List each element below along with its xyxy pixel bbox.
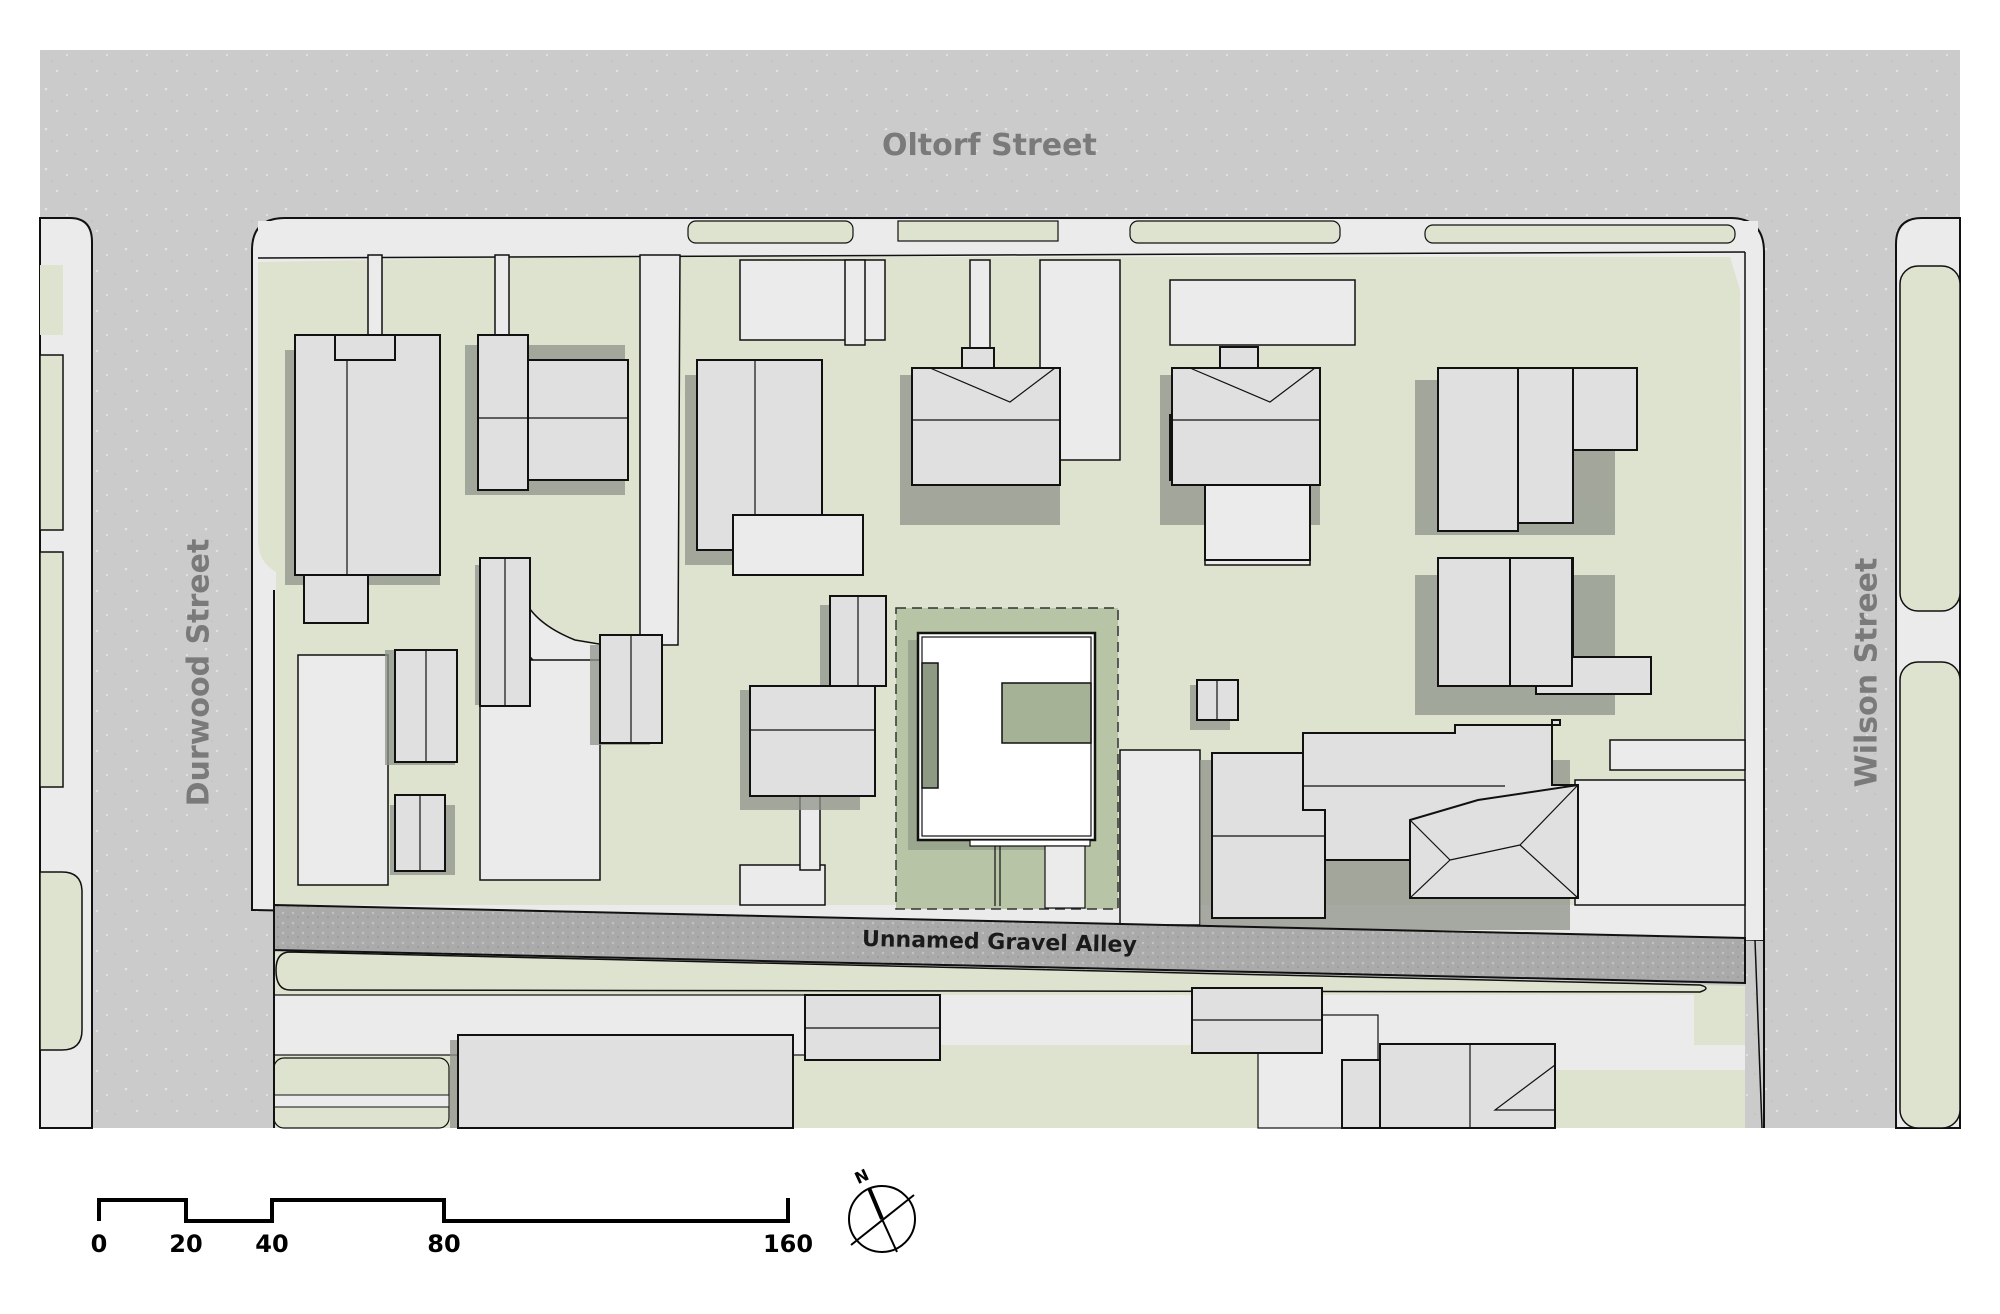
- scale-tick-20: 20: [169, 1230, 203, 1258]
- scale-tick-160: 160: [762, 1230, 814, 1258]
- driveways: [297, 254, 1746, 926]
- street-label-wilson: Wilson Street: [1849, 557, 1885, 788]
- street-label-oltorf: Oltorf Street: [882, 128, 1097, 163]
- building: [1437, 367, 1519, 532]
- building: [911, 367, 1061, 486]
- building: [294, 334, 441, 576]
- south-block: [273, 939, 1763, 1129]
- north-arrow-icon: [848, 1185, 916, 1253]
- building: [477, 334, 529, 491]
- scale-tick-40: 40: [255, 1230, 289, 1258]
- east-block: [1895, 217, 1961, 1129]
- scale-tick-80: 80: [427, 1230, 461, 1258]
- west-block: [39, 217, 93, 1129]
- building: [1171, 367, 1321, 486]
- building: [749, 685, 876, 797]
- scale-tick-0: 0: [90, 1230, 108, 1258]
- neighbor-buildings: [294, 334, 1652, 919]
- street-label-durwood: Durwood Street: [181, 538, 217, 807]
- scale-bar: [97, 1198, 790, 1223]
- subject-lot: [895, 607, 1119, 910]
